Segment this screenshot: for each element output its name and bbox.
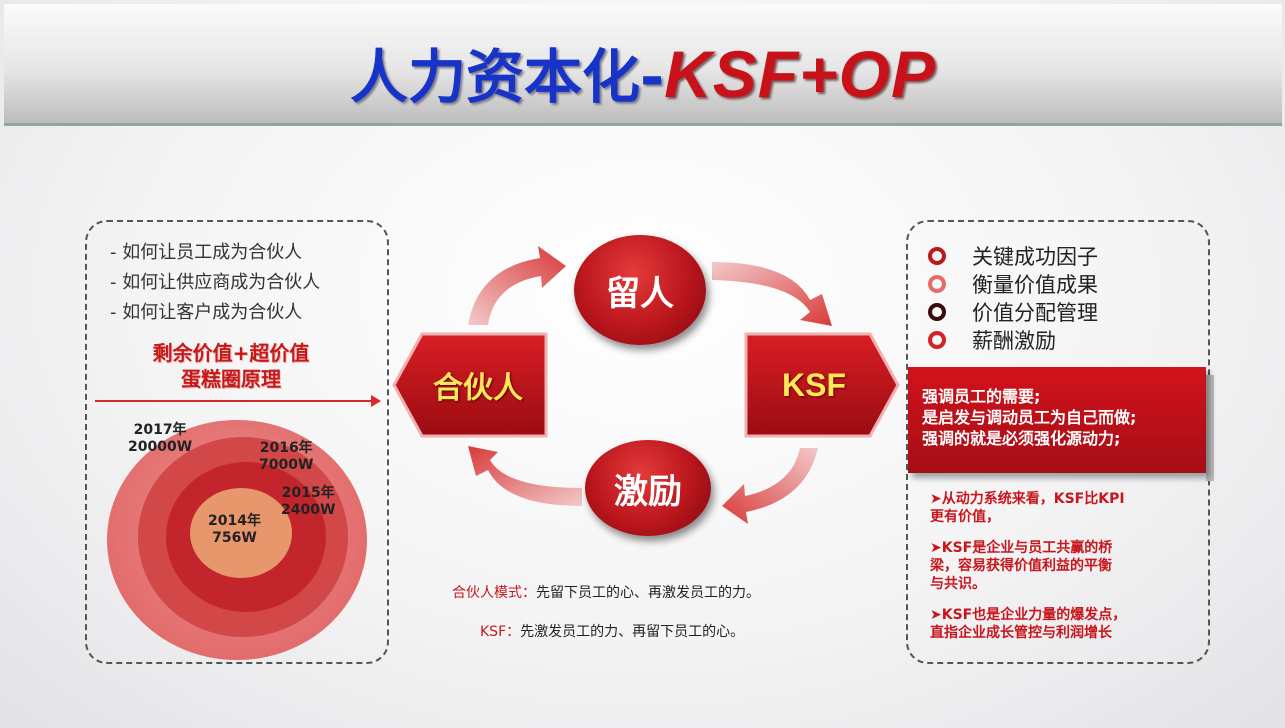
- ksf-factor-item: 衡量价值成果: [928, 270, 1098, 298]
- ksf-point-line: ➤KSF是企业与员工共赢的桥: [930, 540, 1113, 556]
- retain-label: 留人: [606, 273, 674, 314]
- ksf-point: ➤KSF是企业与员工共赢的桥 梁，容易获得价值利益的平衡 与共识。: [930, 539, 1180, 593]
- ksf-factor-item: 薪酬激励: [928, 326, 1098, 354]
- partner-hexagon: 合伙人: [392, 330, 550, 440]
- title-chinese: 人力资本化-: [350, 43, 665, 111]
- banner-line: 强调的就是必须强化源动力;: [922, 429, 1121, 448]
- question-list: - 如何让员工成为合伙人 - 如何让供应商成为合伙人 - 如何让客户成为合伙人: [110, 238, 320, 328]
- question-item: - 如何让客户成为合伙人: [110, 302, 303, 323]
- banner-line: 强调员工的需要;: [922, 387, 1041, 406]
- page-title: 人力资本化-KSF+OP: [4, 30, 1282, 114]
- header-bar: 人力资本化-KSF+OP: [4, 4, 1282, 126]
- ksf-point-line: 更有价值，: [930, 509, 1000, 525]
- ksf-label: KSF: [782, 366, 846, 403]
- ksf-hexagon-shape: [744, 332, 900, 438]
- ring-year: 2017年: [133, 422, 187, 438]
- emphasis-banner: 强调员工的需要; 是启发与调动员工为自己而做; 强调的就是必须强化源动力;: [908, 367, 1206, 473]
- ring-bullet-icon: [928, 303, 946, 321]
- ring-label-2014: 2014年 756W: [208, 513, 261, 547]
- ksf-hexagon: KSF: [742, 330, 900, 440]
- ksf-factor-item: 关键成功因子: [928, 242, 1098, 270]
- ring-year: 2014年: [208, 513, 261, 529]
- pointer-line: [95, 400, 375, 402]
- ksf-note: KSF：先激发员工的力、再留下员工的心。: [480, 621, 744, 641]
- ring-value: 20000W: [128, 439, 193, 455]
- ring-value: 7000W: [259, 457, 314, 473]
- arrow-retain-to-ksf-icon: [712, 262, 832, 326]
- motivate-label: 激励: [614, 471, 682, 512]
- question-item: - 如何让员工成为合伙人: [110, 242, 303, 263]
- ksf-factor-text: 价值分配管理: [972, 301, 1098, 325]
- ring-label-2016: 2016年 7000W: [259, 440, 313, 474]
- ksf-note-label: KSF：: [480, 624, 521, 640]
- ksf-note-text: 先激发员工的力、再留下员工的心。: [520, 624, 745, 640]
- banner-line: 是启发与调动员工为自己而做;: [922, 408, 1137, 427]
- ksf-point-line: ➤从动力系统来看，KSF比KPI: [930, 491, 1125, 507]
- ksf-point-line: 梁，容易获得价值利益的平衡: [930, 558, 1112, 574]
- partner-mode-note: 合伙人模式：先留下员工的心、再激发员工的力。: [452, 582, 760, 602]
- question-item: - 如何让供应商成为合伙人: [110, 272, 321, 293]
- arrow-motivate-to-partner-icon: [468, 446, 582, 506]
- partner-mode-label: 合伙人模式：: [452, 585, 536, 601]
- ring-year: 2016年: [259, 440, 313, 456]
- ksf-point-line: 直指企业成长管控与利润增长: [930, 625, 1112, 641]
- ksf-point: ➤KSF也是企业力量的爆发点， 直指企业成长管控与利润增长: [930, 606, 1180, 642]
- ksf-factor-text: 薪酬激励: [972, 329, 1056, 353]
- partner-label: 合伙人: [433, 371, 523, 406]
- retain-circle: 留人: [574, 235, 706, 345]
- cake-title-line1: 剩余价值+超价值: [152, 341, 310, 365]
- arrow-ksf-to-motivate-icon: [722, 448, 818, 524]
- ring-2014: [190, 488, 292, 578]
- ksf-factor-text: 衡量价值成果: [972, 273, 1098, 297]
- cake-principle-title: 剩余价值+超价值 蛋糕圈原理: [96, 340, 366, 392]
- motivate-circle: 激励: [585, 440, 711, 536]
- ring-bullet-icon: [928, 331, 946, 349]
- partner-mode-text: 先留下员工的心、再激发员工的力。: [536, 585, 760, 601]
- ksf-point: ➤从动力系统来看，KSF比KPI 更有价值，: [930, 490, 1180, 526]
- arrow-partner-to-retain-icon: [468, 246, 566, 325]
- title-english: KSF+OP: [664, 37, 936, 111]
- ring-value: 2400W: [281, 502, 336, 518]
- ring-bullet-icon: [928, 275, 946, 293]
- ksf-factor-item: 价值分配管理: [928, 298, 1098, 326]
- ring-label-2017: 2017年 20000W: [128, 422, 192, 456]
- ring-label-2015: 2015年 2400W: [281, 485, 335, 519]
- cake-title-line2: 蛋糕圈原理: [181, 367, 281, 391]
- ksf-point-line: 与共识。: [930, 576, 986, 592]
- partner-hexagon-shape: [392, 332, 548, 438]
- ring-bullet-icon: [928, 247, 946, 265]
- pointer-arrowhead-icon: [371, 395, 381, 407]
- ksf-factor-list: 关键成功因子 衡量价值成果 价值分配管理 薪酬激励: [928, 242, 1098, 354]
- ring-year: 2015年: [281, 485, 335, 501]
- left-panel-frame: [85, 220, 389, 664]
- ksf-factor-text: 关键成功因子: [972, 245, 1098, 269]
- banner-shadow: [1206, 375, 1214, 481]
- ring-value: 756W: [212, 530, 257, 546]
- ksf-point-line: ➤KSF也是企业力量的爆发点，: [930, 607, 1127, 623]
